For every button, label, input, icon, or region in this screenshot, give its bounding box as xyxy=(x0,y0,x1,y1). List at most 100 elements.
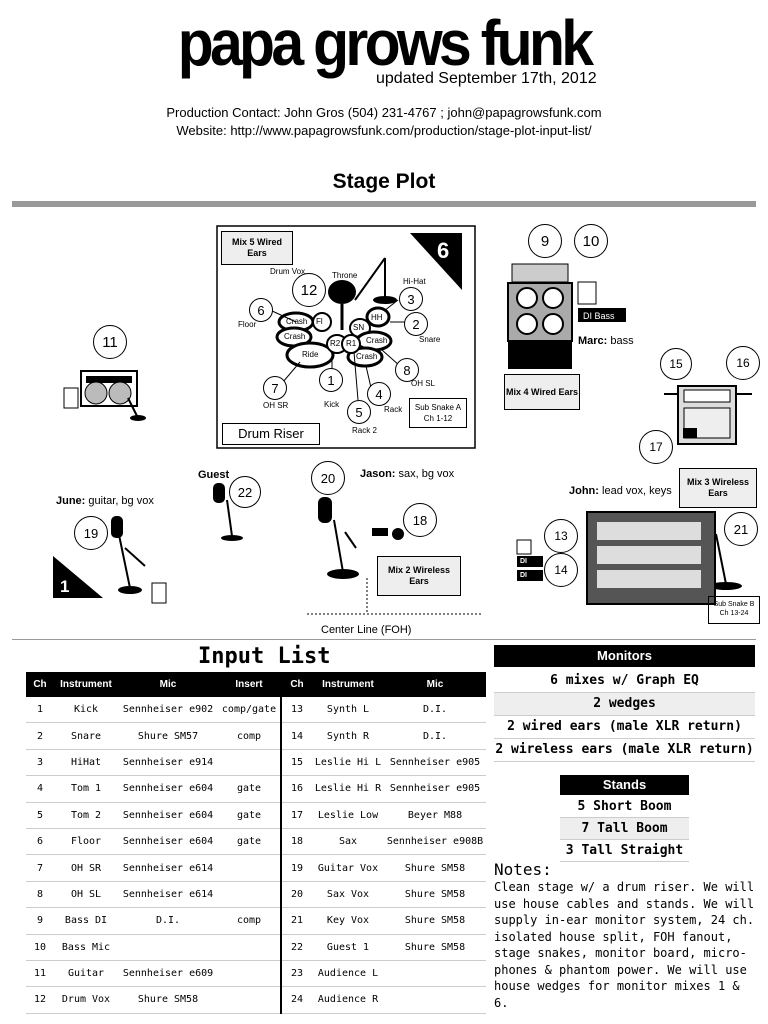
r2-label: R2 xyxy=(330,339,341,348)
marc-label: Marc: bass xyxy=(578,335,634,347)
table-cell: Leslie Hi R xyxy=(312,775,384,803)
table-cell: 9 xyxy=(26,907,54,935)
table-cell: Bass Mic xyxy=(54,934,118,961)
table-cell: comp/gate xyxy=(218,697,281,724)
table-cell: 10 xyxy=(26,934,54,961)
section-divider xyxy=(12,639,756,640)
table-cell: Kick xyxy=(54,697,118,724)
table-cell xyxy=(218,881,281,909)
table-cell: Tom 2 xyxy=(54,802,118,829)
contact-block: Production Contact: John Gros (504) 231-… xyxy=(0,104,768,140)
corner-number: 1 xyxy=(60,577,70,596)
col-instrument: Instrument xyxy=(54,672,118,697)
table-cell: 1 xyxy=(26,697,54,724)
table-cell: Shure SM58 xyxy=(384,934,486,961)
table-cell xyxy=(218,986,281,1014)
table-cell: D.I. xyxy=(384,722,486,750)
table-cell: Synth L xyxy=(312,697,384,724)
oh-sr-label: OH SR xyxy=(263,401,289,410)
table-cell xyxy=(218,854,281,882)
channel-20-circle: 20 xyxy=(311,461,345,495)
sn-label: SN xyxy=(353,323,365,332)
table-cell: Sennheiser e614 xyxy=(118,854,218,882)
table-cell xyxy=(384,986,486,1014)
mix2-box: Mix 2 Wireless Ears xyxy=(377,556,461,596)
jason-name: Jason: xyxy=(360,468,396,480)
channel-11-circle: 11 xyxy=(93,325,127,359)
table-cell: Sennheiser e604 xyxy=(118,828,218,856)
table-cell: Audience L xyxy=(312,960,384,988)
june-role: guitar, bg vox xyxy=(88,495,154,507)
drum-riser-label: Drum Riser xyxy=(222,423,320,445)
channel-9-circle: 9 xyxy=(528,224,562,258)
table-cell: Audience R xyxy=(312,986,384,1014)
table-cell: 22 xyxy=(280,934,312,961)
channel-13-circle: 13 xyxy=(544,519,578,553)
riser-number: 6 xyxy=(437,238,450,263)
table-cell: HiHat xyxy=(54,749,118,777)
section-divider xyxy=(12,201,756,207)
crash-label: Crash xyxy=(366,336,388,345)
table-cell: 17 xyxy=(280,802,312,829)
website-line: Website: http://www.papagrowsfunk.com/pr… xyxy=(176,123,592,138)
table-cell: Floor xyxy=(54,828,118,856)
monitors-item: 6 mixes w/ Graph EQ xyxy=(494,670,755,693)
table-cell: Sennheiser e902 xyxy=(118,697,218,724)
table-cell: Snare xyxy=(54,722,118,750)
table-cell: 2 xyxy=(26,722,54,750)
table-cell: Sax xyxy=(312,828,384,856)
table-cell: Guitar xyxy=(54,960,118,988)
table-cell: 5 xyxy=(26,802,54,829)
jason-label: Jason: sax, bg vox xyxy=(360,468,454,480)
kick-label: Kick xyxy=(324,400,340,409)
table-cell: 18 xyxy=(280,828,312,856)
john-role: lead vox, keys xyxy=(602,485,672,497)
channel-14-circle: 14 xyxy=(544,553,578,587)
r1-label: R1 xyxy=(346,339,357,348)
sub-snake-a: Sub Snake A Ch 1-12 xyxy=(409,398,467,428)
di-label: DI xyxy=(520,572,527,579)
channel-16-circle: 16 xyxy=(726,346,760,380)
john-label: John: lead vox, keys xyxy=(569,485,672,497)
table-cell: gate xyxy=(218,802,281,829)
guest-label: Guest xyxy=(198,469,230,481)
june-name: June: xyxy=(56,495,86,507)
brand-title: papa grows funk xyxy=(177,7,594,79)
john-name: John: xyxy=(569,485,599,497)
col-ch: Ch xyxy=(280,672,312,697)
table-cell: 7 xyxy=(26,854,54,882)
channel-19-circle: 19 xyxy=(74,516,108,550)
col-ch: Ch xyxy=(26,672,54,697)
channel-6-circle: 6 xyxy=(249,298,273,322)
table-cell: Shure SM58 xyxy=(118,986,218,1014)
table-cell: 19 xyxy=(280,854,312,882)
table-cell: gate xyxy=(218,828,281,856)
june-label: June: guitar, bg vox xyxy=(56,495,154,507)
updated-date: updated September 17th, 2012 xyxy=(376,70,597,87)
table-cell xyxy=(384,960,486,988)
table-cell: gate xyxy=(218,775,281,803)
table-cell: D.I. xyxy=(118,907,218,935)
jason-role: sax, bg vox xyxy=(398,468,455,480)
table-cell: Guest 1 xyxy=(312,934,384,961)
table-cell: Shure SM58 xyxy=(384,854,486,882)
table-cell xyxy=(218,934,281,961)
table-cell: Key Vox xyxy=(312,907,384,935)
table-header-row: Ch Instrument Mic Insert Ch Instrument M… xyxy=(26,672,486,697)
table-cell: Sennheiser e914 xyxy=(118,749,218,777)
table-cell: Sennheiser e905 xyxy=(384,775,486,803)
col-instrument: Instrument xyxy=(312,672,384,697)
mix4-box: Mix 4 Wired Ears xyxy=(504,374,580,410)
notes-title: Notes: xyxy=(494,860,552,879)
channel-17-circle: 17 xyxy=(639,430,673,464)
di-bass-label: DI Bass xyxy=(583,311,615,321)
stage-plot-title: Stage Plot xyxy=(332,170,436,193)
mix5-box: Mix 5 Wired Ears xyxy=(221,231,293,265)
contact-line: Production Contact: John Gros (504) 231-… xyxy=(166,105,602,120)
table-cell: Sennheiser e905 xyxy=(384,749,486,777)
